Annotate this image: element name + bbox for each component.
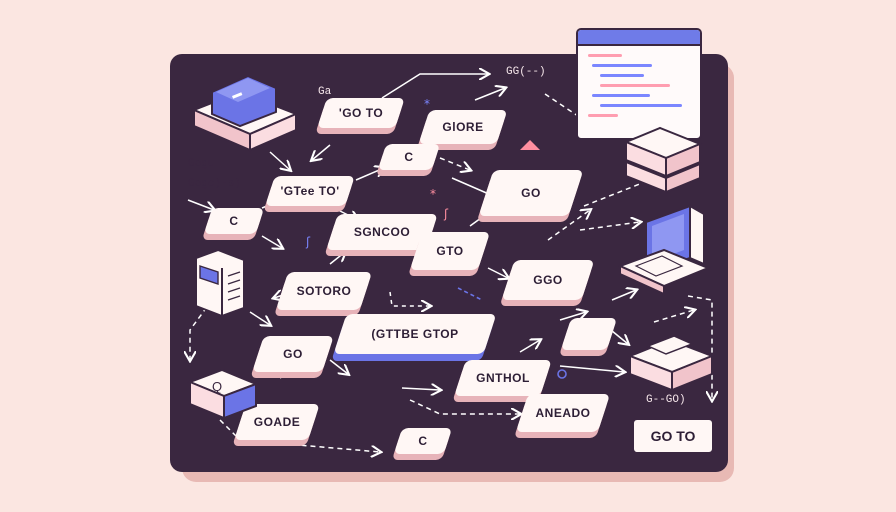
connector	[187, 199, 214, 210]
node-label: SOTORO	[296, 284, 352, 298]
connector	[457, 287, 483, 301]
connector	[559, 366, 624, 372]
connector	[474, 88, 505, 101]
node-label: SGNCOO	[353, 225, 411, 239]
annotation-text: G--GO)	[646, 394, 686, 406]
svg-text:*: *	[424, 97, 430, 111]
connector	[190, 299, 213, 360]
svg-text:ʃ: ʃ	[305, 235, 311, 249]
glore-node[interactable]: GlORE	[418, 110, 508, 144]
connector	[579, 222, 640, 231]
connector	[487, 267, 508, 278]
connector	[329, 359, 348, 374]
c-node[interactable]: C	[203, 208, 265, 234]
connector	[611, 290, 636, 301]
node-label: C	[418, 434, 428, 448]
connector	[269, 151, 290, 170]
node-label: GTO	[436, 244, 464, 258]
connector	[389, 291, 430, 306]
connector	[261, 235, 282, 248]
node-label: (GTTBE GTOP	[371, 327, 459, 341]
node-label: GNTHOL	[476, 371, 530, 385]
goto-button[interactable]: GO TO	[632, 418, 714, 454]
connector	[401, 388, 440, 390]
node-label: GO	[283, 347, 303, 361]
c-node[interactable]: C	[393, 428, 453, 454]
go-node[interactable]: GO	[252, 336, 334, 372]
connector	[653, 310, 694, 323]
go-node[interactable]: GO	[478, 170, 584, 216]
goto-node[interactable]: 'GO TO	[317, 98, 405, 128]
connector	[329, 252, 345, 265]
connector	[439, 157, 470, 170]
gtee-to-node[interactable]: 'GTee TO'	[265, 176, 355, 206]
sgncoo-node[interactable]: SGNCOO	[326, 214, 438, 250]
node-label: C	[229, 214, 239, 228]
node-label: 'GTee TO'	[280, 184, 340, 198]
node-label: GGO	[533, 273, 563, 287]
svg-text:*: *	[430, 187, 436, 201]
connector	[687, 295, 712, 400]
annotation-text: Gogu	[188, 158, 215, 170]
aneado-node[interactable]: ANEADO	[515, 394, 611, 432]
code-window-icon	[576, 28, 702, 140]
connector	[381, 74, 488, 99]
c-node[interactable]: C	[377, 144, 441, 170]
connector	[219, 419, 380, 452]
connector	[249, 311, 270, 325]
ggo-node[interactable]: GGO	[501, 260, 595, 300]
node-label: GO	[521, 186, 541, 200]
svg-text:ʃ: ʃ	[443, 207, 449, 221]
node-label: C	[404, 150, 414, 164]
connector-node	[557, 369, 567, 379]
small-node[interactable]	[560, 318, 618, 350]
node-label	[566, 318, 612, 350]
annotation-text: Ga	[318, 86, 332, 98]
node-label: GlORE	[442, 120, 484, 134]
connector	[559, 312, 586, 321]
gnthol-node[interactable]: GNTHOL	[454, 360, 552, 396]
node-label: 'GO TO	[338, 106, 384, 120]
connector	[409, 399, 520, 414]
gto-node[interactable]: GTO	[409, 232, 491, 270]
annotation-text: Gogc)-s)	[188, 178, 241, 190]
gttbe-gtop-node[interactable]: (GTTBE GTOP	[333, 314, 497, 354]
connector	[583, 176, 660, 207]
connector	[355, 168, 384, 181]
node-label: GOADE	[253, 415, 301, 429]
connector	[519, 340, 540, 353]
sotoro-node[interactable]: SOTORO	[275, 272, 373, 310]
connector	[312, 144, 331, 160]
node-label: ANEADO	[535, 406, 591, 420]
goade-node[interactable]: GOADE	[234, 404, 320, 440]
annotation-text: GG(--)	[506, 66, 546, 78]
